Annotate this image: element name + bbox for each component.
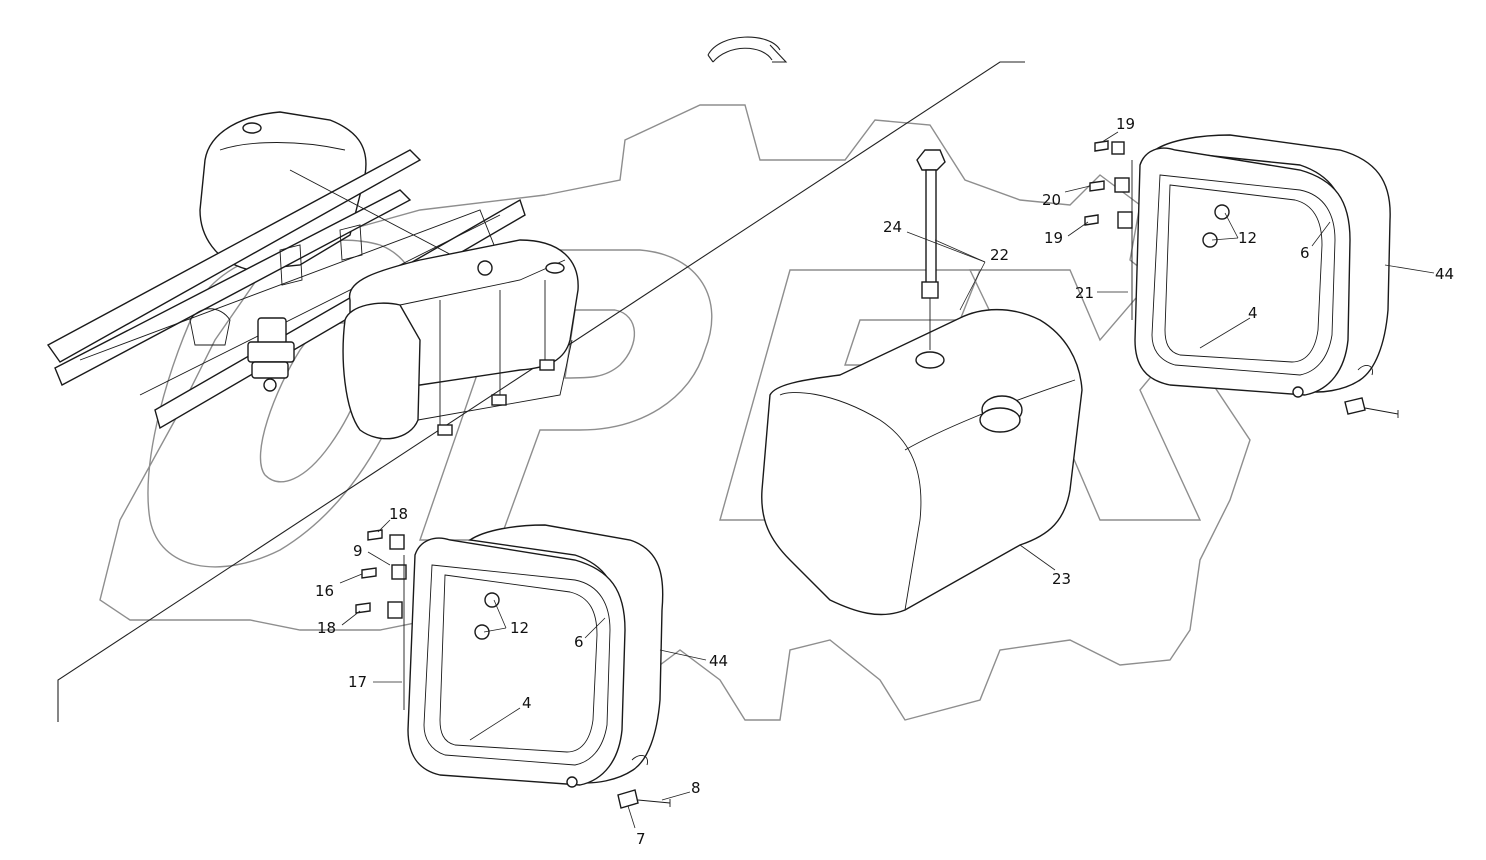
fuel-level-sender <box>915 149 946 369</box>
callout-labels: 19 20 19 12 6 44 21 4 24 22 23 18 9 16 1… <box>315 115 1454 848</box>
callout-4-left: 4 <box>522 694 532 712</box>
callout-12-right: 12 <box>1238 229 1257 247</box>
fuel-tank <box>761 308 1083 616</box>
callout-12-left: 12 <box>510 619 529 637</box>
callout-18-bottom: 18 <box>317 619 336 637</box>
callout-44-left: 44 <box>709 652 728 670</box>
callout-6-right: 6 <box>1300 244 1310 262</box>
callout-6-left: 6 <box>574 633 584 651</box>
callout-23: 23 <box>1052 570 1071 588</box>
separator-line <box>57 61 1025 722</box>
leader-lines <box>339 131 1435 829</box>
callout-17: 17 <box>348 673 367 691</box>
curved-arrow-icon <box>707 36 788 63</box>
callout-8: 8 <box>691 779 701 797</box>
callout-44-right: 44 <box>1435 265 1454 283</box>
callout-22: 22 <box>990 246 1009 264</box>
callout-7: 7 <box>636 830 646 848</box>
callout-9: 9 <box>353 542 363 560</box>
callout-18-top: 18 <box>389 505 408 523</box>
callout-4-right: 4 <box>1248 304 1258 322</box>
watermark-gear <box>99 104 1251 721</box>
callout-24: 24 <box>883 218 902 236</box>
tank-bracket-right <box>1084 134 1399 418</box>
chassis-assembly <box>46 111 579 440</box>
callout-19-bottom: 19 <box>1044 229 1063 247</box>
callout-16: 16 <box>315 582 334 600</box>
callout-19-top: 19 <box>1116 115 1135 133</box>
callout-21: 21 <box>1075 284 1094 302</box>
callout-20: 20 <box>1042 191 1061 209</box>
tank-bracket-left <box>355 524 671 809</box>
